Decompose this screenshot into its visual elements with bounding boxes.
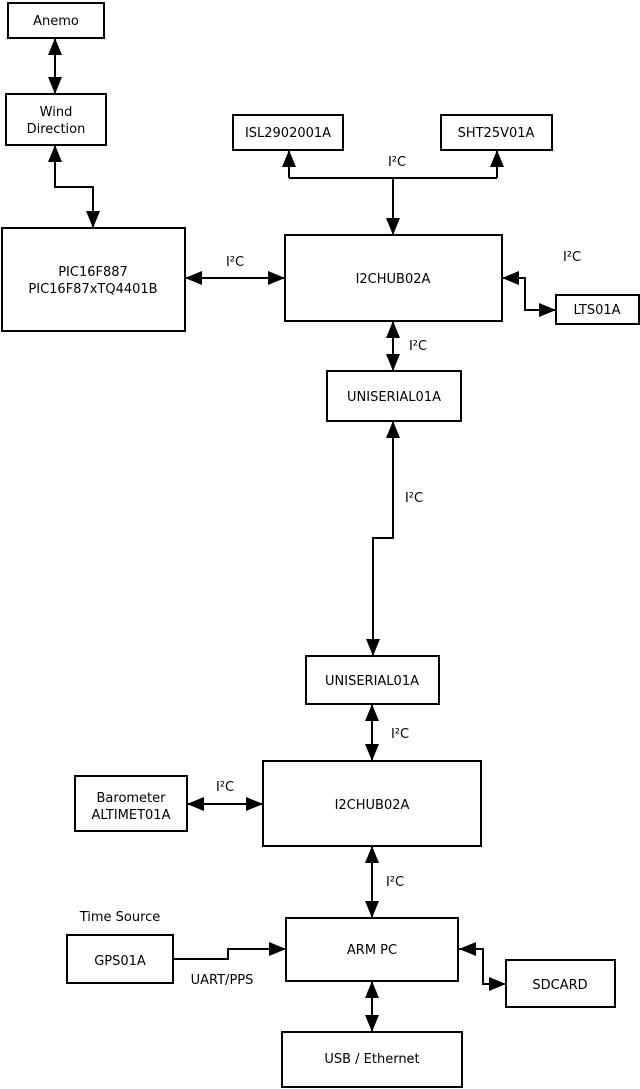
node-i2c-hub-lower-box <box>262 760 482 847</box>
edge-gps-armpc <box>173 942 286 960</box>
node-sdcard: SDCARD <box>505 959 616 1008</box>
node-i2c-hub-lower: I2CHUB02A <box>262 760 482 847</box>
node-uniserial-upper-label: UNISERIAL01A <box>347 390 441 405</box>
node-arm-pc-label: ARM PC <box>347 943 397 958</box>
node-i2c-hub-lower-label: I2CHUB02A <box>335 798 410 813</box>
node-usb-ethernet-box <box>281 1031 463 1088</box>
node-barometer-label-line1: Barometer <box>97 791 167 806</box>
node-usb-ethernet: USB / Ethernet <box>281 1031 463 1088</box>
node-pic-label-line2: PIC16F87xTQ4401B <box>28 282 157 297</box>
i2c-label-pic-hub: I²C <box>226 255 244 270</box>
edge-uniserial1-uniserial2 <box>366 421 400 656</box>
node-gps-box <box>66 934 174 984</box>
node-sht-label: SHT25V01A <box>458 126 535 141</box>
time-source-label: Time Source <box>79 910 161 925</box>
uart-pps-label: UART/PPS <box>191 973 254 988</box>
node-i2c-hub-upper-label: I2CHUB02A <box>356 272 431 287</box>
node-barometer-box <box>74 775 188 832</box>
node-arm-pc: ARM PC <box>285 917 459 982</box>
node-sdcard-label: SDCARD <box>532 978 587 993</box>
edge-hub1-lts <box>502 271 556 317</box>
node-usb-ethernet-label: USB / Ethernet <box>324 1052 419 1067</box>
node-pic-box <box>1 227 186 332</box>
node-lts: LTS01A <box>555 294 640 325</box>
i2c-label-hub-lts: I²C <box>563 250 581 265</box>
node-wind-direction: Wind Direction <box>5 93 107 146</box>
node-barometer: Barometer ALTIMET01A <box>74 775 188 832</box>
node-lts-label: LTS01A <box>573 303 620 318</box>
node-anemo-label: Anemo <box>33 14 79 29</box>
node-i2c-hub-upper-box <box>284 234 503 322</box>
node-sht-box <box>440 114 553 151</box>
node-isl-label: ISL2902001A <box>245 126 331 141</box>
node-pic-label-line1: PIC16F887 <box>58 265 128 280</box>
edge-armpc-sdcard <box>459 942 506 991</box>
i2c-label-sensor-branch: I²C <box>388 155 406 170</box>
i2c-label-hub-uniserial: I²C <box>409 339 427 354</box>
i2c-label-hub2-arm: I²C <box>386 875 404 890</box>
node-lts-box <box>555 294 640 325</box>
node-wind-direction-box <box>5 93 107 146</box>
i2c-label-uniserial-hub2: I²C <box>391 727 409 742</box>
node-anemo: Anemo <box>7 2 105 39</box>
node-gps-label: GPS01A <box>94 954 146 969</box>
node-uniserial-lower-box <box>305 655 440 705</box>
node-pic: PIC16F887 PIC16F87xTQ4401B <box>1 227 186 332</box>
node-anemo-box <box>7 2 105 39</box>
node-wind-direction-label-line1: Wind <box>40 105 73 120</box>
node-barometer-label-line2: ALTIMET01A <box>92 808 171 823</box>
node-uniserial-upper-box <box>326 370 462 422</box>
node-uniserial-lower: UNISERIAL01A <box>305 655 440 705</box>
node-wind-direction-label-line2: Direction <box>27 122 86 137</box>
node-uniserial-lower-label: UNISERIAL01A <box>325 674 419 689</box>
node-isl-box <box>232 114 344 151</box>
edge-winddirection-pic <box>48 145 100 228</box>
node-uniserial-upper: UNISERIAL01A <box>326 370 462 422</box>
node-gps: GPS01A <box>66 934 174 984</box>
i2c-label-barometer-hub2: I²C <box>216 780 234 795</box>
node-sht: SHT25V01A <box>440 114 553 151</box>
node-isl: ISL2902001A <box>232 114 344 151</box>
node-i2c-hub-upper: I2CHUB02A <box>284 234 503 322</box>
node-arm-pc-box <box>285 917 459 982</box>
node-sdcard-box <box>505 959 616 1008</box>
i2c-label-uniserial-link: I²C <box>405 491 423 506</box>
